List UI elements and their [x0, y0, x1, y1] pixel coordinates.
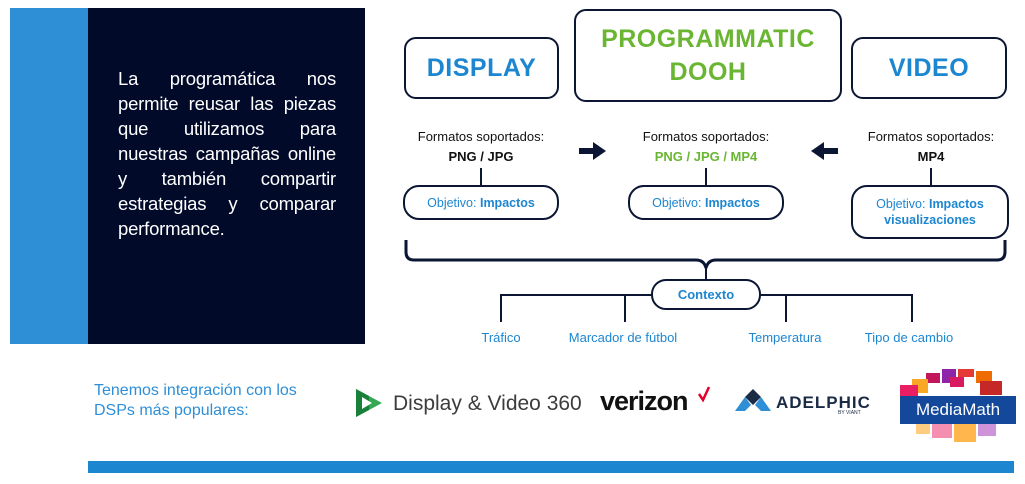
context-item-temperatura: Temperatura: [748, 330, 822, 345]
dooh-title-line1: PROGRAMMATIC: [601, 24, 815, 53]
adelphic-logo-icon: [735, 389, 771, 411]
dooh-objective-prefix: Objetivo:: [652, 195, 702, 210]
contexto-box: Contexto: [651, 279, 761, 310]
video-objective-line2: visualizaciones: [884, 213, 976, 227]
dooh-formats-label: Formatos soportados:: [642, 129, 770, 144]
dooh-objective-box: Objetivo: Impactos: [628, 185, 784, 220]
video-objective-box: Objetivo: Impactos visualizaciones: [851, 185, 1009, 239]
verizon-logo: verizon: [600, 386, 689, 416]
intro-text: La programática nos permite reusar las p…: [118, 68, 336, 239]
dv360-logo-icon: [356, 389, 382, 417]
accent-bar: [10, 8, 88, 344]
display-objective: Impactos: [479, 195, 535, 210]
video-formats: MP4: [917, 149, 945, 164]
arrow-left-icon: [811, 142, 838, 160]
dooh-box: PROGRAMMATIC DOOH: [574, 9, 842, 102]
context-item-marcador: Marcador de fútbol: [568, 330, 678, 345]
video-title: VIDEO: [888, 53, 970, 82]
video-objective-prefix: Objetivo:: [876, 197, 926, 211]
video-box: VIDEO: [851, 37, 1007, 99]
contexto-label: Contexto: [677, 287, 735, 302]
adelphic-logo: ADELPHIC: [776, 393, 871, 412]
display-box: DISPLAY: [404, 37, 559, 99]
dsp-integration-text: Tenemos integración con los DSPs más pop…: [94, 382, 297, 419]
display-formats-label: Formatos soportados:: [417, 129, 545, 144]
mediamath-mosaic-icon: [900, 369, 1002, 442]
display-objective-prefix: Objetivo:: [427, 195, 477, 210]
mediamath-logo: MediaMath: [900, 396, 1016, 424]
dooh-objective: Impactos: [704, 195, 760, 210]
display-title: DISPLAY: [426, 53, 537, 82]
text-panel: [88, 8, 365, 344]
context-item-tipo-cambio: Tipo de cambio: [864, 330, 954, 345]
verizon-check-icon: [697, 386, 711, 403]
dooh-formats: PNG / JPG / MP4: [654, 149, 758, 164]
video-formats-label: Formatos soportados:: [867, 129, 995, 144]
display-objective-box: Objetivo: Impactos: [403, 185, 559, 220]
dooh-title-line2: DOOH: [669, 57, 747, 86]
bottom-bar: [88, 461, 1014, 473]
dv360-label: Display & Video 360: [393, 392, 582, 415]
video-objective-line1: Impactos: [928, 197, 984, 211]
adelphic-sub: BY VIANT: [838, 410, 861, 416]
context-item-trafico: Tráfico: [481, 330, 521, 345]
arrow-right-icon: [579, 142, 606, 160]
display-formats: PNG / JPG: [448, 149, 514, 164]
grouping-brace: [404, 240, 1007, 269]
